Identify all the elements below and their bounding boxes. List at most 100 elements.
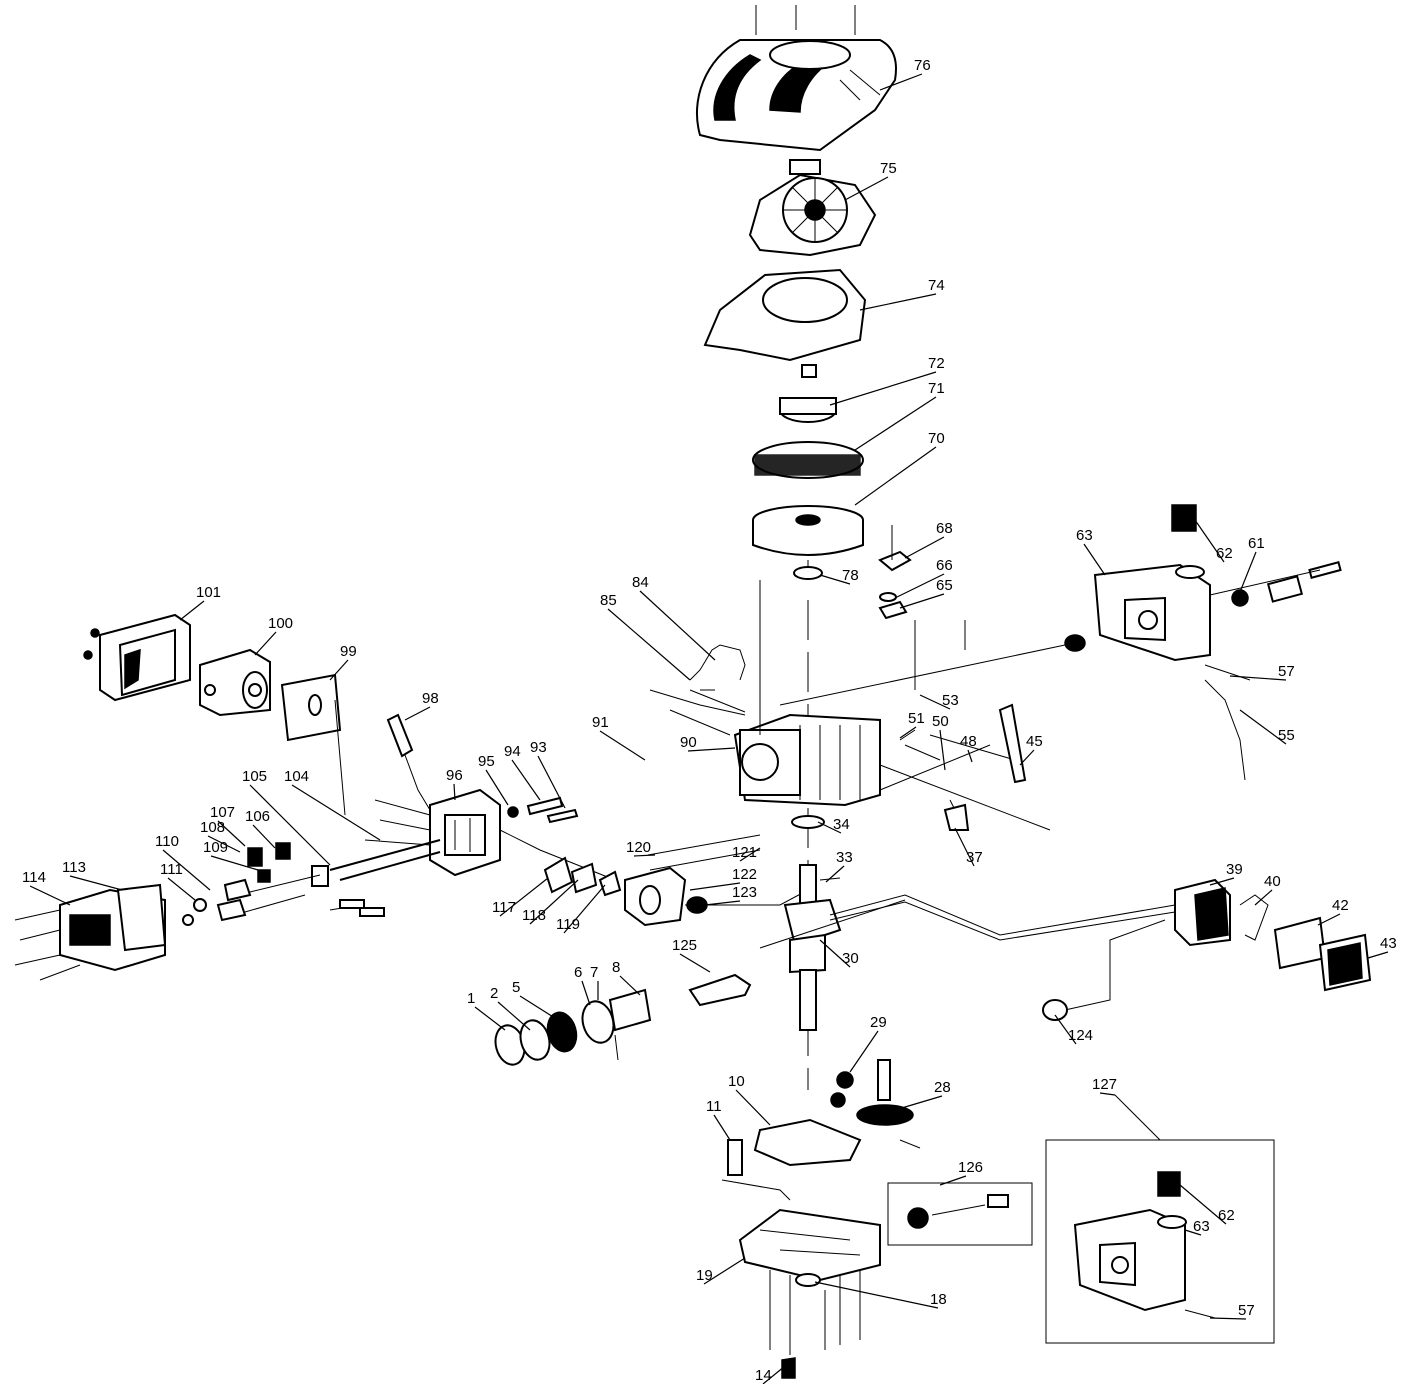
- part-number-label: 51: [908, 710, 925, 727]
- leader-line: [529, 879, 579, 925]
- leader-line: [474, 1006, 506, 1031]
- part-number-label: 101: [196, 584, 221, 601]
- part-number-label: 57: [1238, 1302, 1255, 1319]
- leader-line: [329, 659, 349, 681]
- leader-line: [1179, 1184, 1227, 1225]
- filter-gasket-part: [280, 673, 346, 816]
- pushrods-part: [311, 839, 441, 887]
- leader-line: [581, 980, 591, 1006]
- part-number-label: 57: [1278, 663, 1295, 680]
- leader-line: [1184, 1229, 1202, 1236]
- air-filter-part: [199, 648, 271, 717]
- leader-line: [687, 747, 736, 752]
- leader-line: [1239, 709, 1287, 745]
- blower-housing-part: [703, 268, 867, 362]
- leader-line: [254, 631, 277, 656]
- part-number-label: 45: [1026, 733, 1043, 750]
- leader-line: [499, 877, 549, 917]
- leader-line: [844, 176, 889, 201]
- leader-line: [599, 730, 646, 761]
- camshaft-part: [830, 1059, 921, 1149]
- fuel-tank-part: [1093, 504, 1342, 781]
- part-number-label: 50: [932, 713, 949, 730]
- part-number-label: 85: [600, 592, 617, 609]
- leader-line: [854, 446, 937, 506]
- leader-line: [879, 73, 923, 91]
- part-number-label: 33: [836, 849, 853, 866]
- leader-line: [1209, 1317, 1247, 1320]
- leader-line: [735, 1089, 771, 1126]
- leader-line: [829, 371, 937, 406]
- leader-line: [894, 573, 945, 599]
- part-number-label: 118: [522, 907, 546, 924]
- part-number-label: 8: [612, 959, 620, 976]
- leader-line: [1194, 519, 1225, 563]
- leader-line: [739, 847, 761, 862]
- part-number-label: 119: [556, 916, 580, 933]
- leader-line: [639, 590, 716, 661]
- leader-line: [854, 396, 937, 451]
- spark-plug-part: [386, 713, 431, 811]
- part-number-label: 28: [934, 1079, 951, 1096]
- leader-line: [404, 706, 431, 721]
- crankcase-part: [738, 1208, 881, 1379]
- leader-line: [899, 593, 945, 609]
- leader-line: [519, 995, 559, 1021]
- leader-line: [762, 1361, 791, 1384]
- leader-line: [939, 1175, 967, 1186]
- leader-line: [703, 1257, 746, 1285]
- leader-line: [1019, 749, 1035, 766]
- part-number-label: 99: [340, 643, 357, 660]
- part-number-label: 61: [1248, 535, 1265, 552]
- part-number-label: 11: [706, 1098, 722, 1115]
- leader-line: [1099, 1092, 1116, 1096]
- head-bolts-part: [507, 796, 579, 824]
- leader-line: [619, 975, 641, 996]
- part-number-label: 100: [268, 615, 293, 632]
- valve-cover-part: [14, 883, 167, 981]
- leader-line: [207, 835, 241, 853]
- leader-line: [607, 608, 691, 681]
- leader-line: [967, 749, 973, 763]
- leader-line: [1054, 1014, 1077, 1045]
- part-number-label: 40: [1264, 873, 1281, 890]
- part-number-label: 10: [728, 1073, 745, 1090]
- part-number-label: 48: [960, 733, 977, 750]
- block-leaders: [669, 634, 1086, 831]
- part-number-label: 93: [530, 739, 547, 756]
- valve-components-part: [182, 842, 385, 926]
- leader-line: [210, 855, 259, 871]
- part-number-label: 63: [1076, 527, 1093, 544]
- leader-line: [814, 1281, 939, 1309]
- part-number-label: 70: [928, 430, 945, 447]
- part-number-label: 106: [245, 808, 270, 825]
- part-number-label: 55: [1278, 727, 1295, 744]
- leader-line: [894, 1095, 943, 1111]
- base-gasket-part: [753, 1118, 862, 1167]
- ignition-bracket-part: [878, 525, 912, 620]
- leader-line: [704, 900, 741, 906]
- part-number-label: 126: [958, 1159, 983, 1176]
- part-number-label: 107: [210, 804, 235, 821]
- part-number-label: 62: [1218, 1207, 1235, 1224]
- leader-line: [679, 953, 711, 973]
- leader-line: [825, 865, 845, 883]
- leader-line: [633, 854, 656, 857]
- leader-line: [563, 884, 606, 934]
- part-number-label: 108: [200, 819, 225, 836]
- piston-rings-part: [494, 988, 652, 1066]
- leader-line: [819, 574, 851, 585]
- part-number-label: 66: [936, 557, 953, 574]
- leader-line: [1229, 675, 1287, 681]
- part-number-label: 109: [203, 839, 228, 856]
- part-number-label: 117: [492, 899, 516, 916]
- part-number-label: 122: [732, 866, 757, 883]
- part-number-label: 72: [928, 355, 945, 372]
- carb-spacers-part: [543, 856, 622, 897]
- part-number-label: 63: [1193, 1218, 1210, 1235]
- part-number-label: 30: [842, 950, 859, 967]
- flywheel-stack-part: [752, 364, 864, 580]
- part-number-label: 14: [755, 1367, 772, 1384]
- leader-line: [1367, 951, 1389, 959]
- part-number-label: 96: [446, 767, 463, 784]
